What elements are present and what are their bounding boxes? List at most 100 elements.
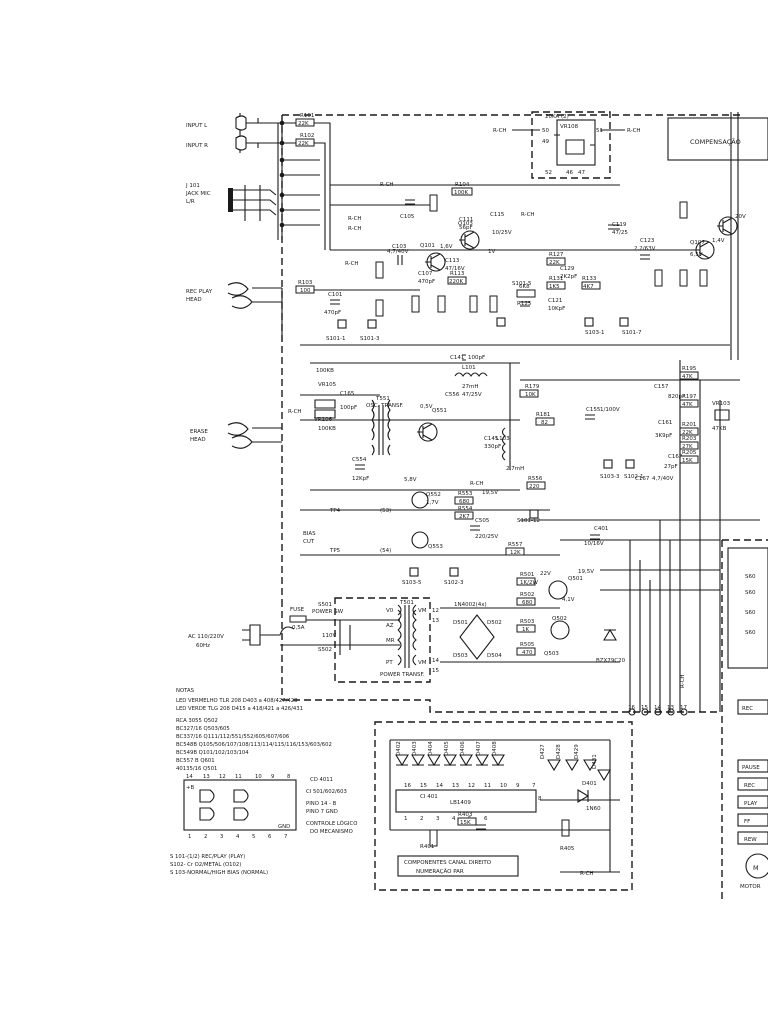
- led-r-ch-label: R-CH: [580, 871, 594, 877]
- svg-text:14: 14: [186, 774, 193, 780]
- c141-ref: C141: [450, 355, 464, 361]
- svg-text:D408: D408: [492, 741, 498, 756]
- c101-ref: C101: [328, 292, 342, 298]
- mic-jack-icon: [228, 185, 277, 221]
- svg-text:15: 15: [641, 705, 648, 711]
- r-ch-vertical-label: R-CH: [680, 674, 686, 688]
- svg-text:S103-3: S103-3: [600, 474, 620, 480]
- s502-label: S502: [318, 647, 332, 653]
- svg-text:S101-12: S101-12: [517, 518, 540, 524]
- ac-plug-icon: [242, 624, 295, 646]
- svg-text:16: 16: [628, 705, 635, 711]
- q107-label: Q107: [690, 240, 705, 246]
- svg-text:C113: C113: [445, 258, 460, 264]
- svg-text:1/100V: 1/100V: [600, 407, 620, 413]
- svg-text:REC: REC: [742, 706, 753, 712]
- svg-text:22K: 22K: [549, 260, 560, 266]
- svg-text:4: 4: [236, 834, 240, 840]
- power-secondary-wires: [440, 569, 720, 663]
- input-r-label: INPUT R: [186, 143, 208, 149]
- l101-val: 27mH: [462, 384, 479, 390]
- svg-text:R502: R502: [520, 592, 534, 598]
- erase-head-label-2: HEAD: [190, 437, 206, 443]
- svg-text:R201: R201: [682, 422, 696, 428]
- svg-text:47/16V: 47/16V: [445, 266, 465, 272]
- v-0-5: 0,5V: [420, 404, 433, 410]
- c552-val: 12KpF: [352, 476, 369, 482]
- svg-text:S101-7: S101-7: [622, 330, 642, 336]
- switch-note-1: S 101-(1/2) REC/PLAY (PLAY): [170, 854, 245, 860]
- power-primary-wires: [280, 619, 400, 655]
- svg-text:C155: C155: [586, 407, 601, 413]
- svg-text:4,7/40V: 4,7/40V: [387, 249, 409, 255]
- osc-transformer-icon: [371, 399, 391, 456]
- erase-head-icon: [227, 422, 282, 449]
- t551-label: OSC. TRANSF.: [366, 403, 404, 409]
- svg-text:REC: REC: [744, 783, 755, 789]
- svg-text:16: 16: [404, 783, 411, 789]
- svg-text:C123: C123: [640, 238, 655, 244]
- svg-text:12: 12: [468, 783, 475, 789]
- svg-text:R-CH: R-CH: [348, 226, 362, 232]
- preamp-rails: [300, 184, 700, 291]
- svg-text:BZX79C20: BZX79C20: [596, 658, 626, 664]
- svg-text:4,1V: 4,1V: [562, 597, 575, 603]
- svg-text:9: 9: [271, 774, 274, 780]
- preamp-capacitors: C103 4,7/40V C105 C111 56pF C115 10/25V …: [387, 199, 656, 312]
- bus-verticals: [629, 360, 721, 712]
- compensation-label: COMPENSAÇÃO: [690, 137, 741, 146]
- svg-text:7: 7: [532, 783, 536, 789]
- d504-label: D504: [487, 653, 502, 659]
- svg-text:D401: D401: [582, 781, 597, 787]
- fuse-label: FUSE: [290, 607, 305, 613]
- svg-text:12K: 12K: [510, 550, 521, 556]
- lb1409-pins: 16 15 14 13 12 11 10 9 7 1 2 3 4 5 6 8: [404, 783, 542, 822]
- power-transformer-icon: [397, 604, 417, 668]
- svg-text:Q502: Q502: [552, 616, 567, 622]
- compensation-box: [667, 117, 768, 161]
- t551-ref: T551: [375, 396, 390, 402]
- svg-text:BC327/16 Q503/605: BC327/16 Q503/605: [176, 726, 230, 732]
- main-board-outline: [281, 114, 740, 713]
- regulator: R501 1K/2W R502 680 R503 1K R505 470 Q50…: [516, 569, 626, 664]
- led-meter-top-leds: D402 D403 D404 D405 D406 D407 D408 D427 …: [389, 739, 611, 830]
- cd4011-label: CD 4011: [310, 777, 333, 783]
- svg-text:1K/2W: 1K/2W: [520, 580, 538, 586]
- svg-text:C163: C163: [668, 454, 683, 460]
- svg-text:C505: C505: [475, 518, 490, 524]
- bias-cut-label-2: CUT: [303, 539, 315, 545]
- svg-text:FF: FF: [744, 819, 750, 825]
- vr108-label: VR108: [560, 124, 579, 130]
- svg-text:D406: D406: [460, 741, 466, 756]
- svg-text:330pF: 330pF: [484, 444, 501, 450]
- svg-text:R-CH: R-CH: [345, 261, 359, 267]
- svg-text:S103-5: S103-5: [402, 580, 422, 586]
- svg-text:19,5V: 19,5V: [578, 569, 594, 575]
- jack-ref-label: J 101: [185, 183, 200, 189]
- ci401-label: CI 401: [420, 794, 438, 800]
- svg-text:10K: 10K: [525, 392, 536, 398]
- svg-text:2: 2: [420, 816, 424, 822]
- top-block-pins: 50 49 51 52 46 47: [542, 128, 603, 176]
- svg-text:680: 680: [459, 499, 470, 505]
- svg-text:2: 2: [204, 834, 207, 840]
- vr106-ref: VR106: [314, 417, 333, 423]
- bridge-label: 1N4002(4x): [454, 602, 487, 608]
- svg-text:REW: REW: [744, 837, 757, 843]
- v-4-1: 1,4V: [712, 238, 725, 244]
- c101-val: 470pF: [324, 310, 341, 316]
- power-sw-ref: S501: [318, 602, 332, 608]
- svg-text:47KB: 47KB: [712, 426, 727, 432]
- v-1-4: 20V: [735, 214, 746, 220]
- svg-text:C145: C145: [484, 436, 499, 442]
- svg-text:6K8: 6K8: [519, 284, 530, 290]
- c141-cap: [462, 354, 466, 361]
- right-board-outline: [721, 539, 768, 900]
- r102-ref: R102: [300, 133, 314, 139]
- c141-val: 100pF: [468, 355, 485, 361]
- erase-head-label-1: ERASE: [190, 429, 208, 435]
- svg-text:1K5: 1K5: [549, 284, 560, 290]
- rec-play-head-label-2: HEAD: [186, 297, 202, 303]
- svg-text:D405: D405: [444, 741, 450, 756]
- svg-text:47/25: 47/25: [612, 230, 628, 236]
